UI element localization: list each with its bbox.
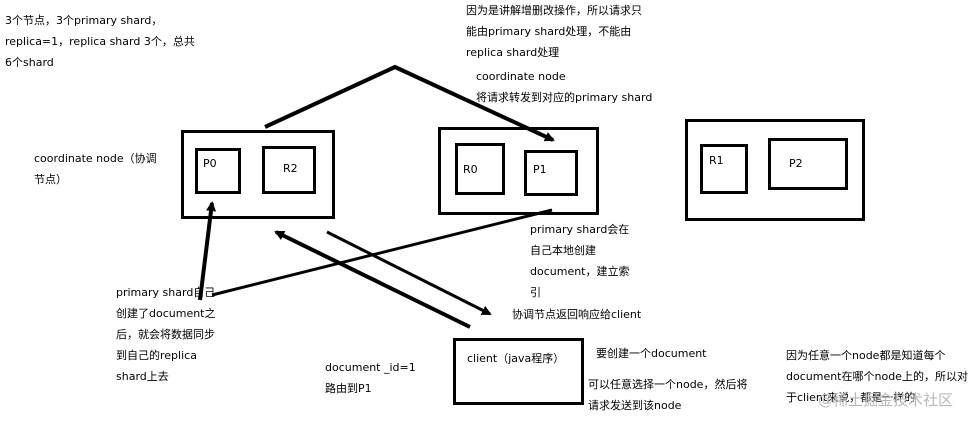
p1-return-line <box>211 208 553 297</box>
client-request-arrow <box>274 230 471 329</box>
shard-r0 <box>455 143 505 195</box>
any-node-note: 因为任意一个node都是知道每个 document在哪个node上的，所以对 于… <box>786 349 968 404</box>
node-3 <box>685 119 865 221</box>
watermark: @稀土掘金技术社区 <box>818 391 954 409</box>
client-label: client（java程序） <box>467 352 565 365</box>
client-box <box>453 338 584 405</box>
choose-node-note: 可以任意选择一个node，然后将 请求发送到该node <box>588 378 748 412</box>
primary-create-note: primary shard会在 自己本地创建 document，建立索 引 <box>530 223 630 299</box>
shard-r1-label: R1 <box>709 154 724 167</box>
shard-p1-label: P1 <box>533 163 547 176</box>
shard-p0 <box>195 148 241 194</box>
primary-sync-note: primary shard自己 创建了document之 后，就会将数据同步 到… <box>116 286 216 383</box>
coordinate-node-label: coordinate node（协调 节点） <box>34 152 157 186</box>
cluster-info-note: 3个节点，3个primary shard， replica=1，replica … <box>5 14 195 69</box>
forward-arrow <box>264 64 555 142</box>
shard-p0-label: P0 <box>203 157 217 170</box>
shard-p1 <box>524 150 578 196</box>
doc-route-note: document _id=1 路由到P1 <box>325 361 416 395</box>
shard-p2-label: P2 <box>789 157 803 170</box>
shard-p2 <box>768 138 848 190</box>
create-doc-note: 要创建一个document <box>596 347 707 360</box>
shard-r0-label: R0 <box>463 163 478 176</box>
node-1 <box>181 130 335 219</box>
response-arrow <box>326 230 492 316</box>
sync-arrow <box>198 201 216 301</box>
node-2 <box>438 127 599 215</box>
coordinate-forward-note: coordinate node 将请求转发到对应的primary shard <box>476 70 653 104</box>
shard-r2 <box>262 146 316 194</box>
shard-r2-label: R2 <box>283 162 298 175</box>
write-only-primary-note: 因为是讲解增删改操作，所以请求只 能由primary shard处理，不能由 r… <box>466 4 642 59</box>
coord-response-note: 协调节点返回响应给client <box>512 308 642 321</box>
shard-r1 <box>700 144 748 194</box>
